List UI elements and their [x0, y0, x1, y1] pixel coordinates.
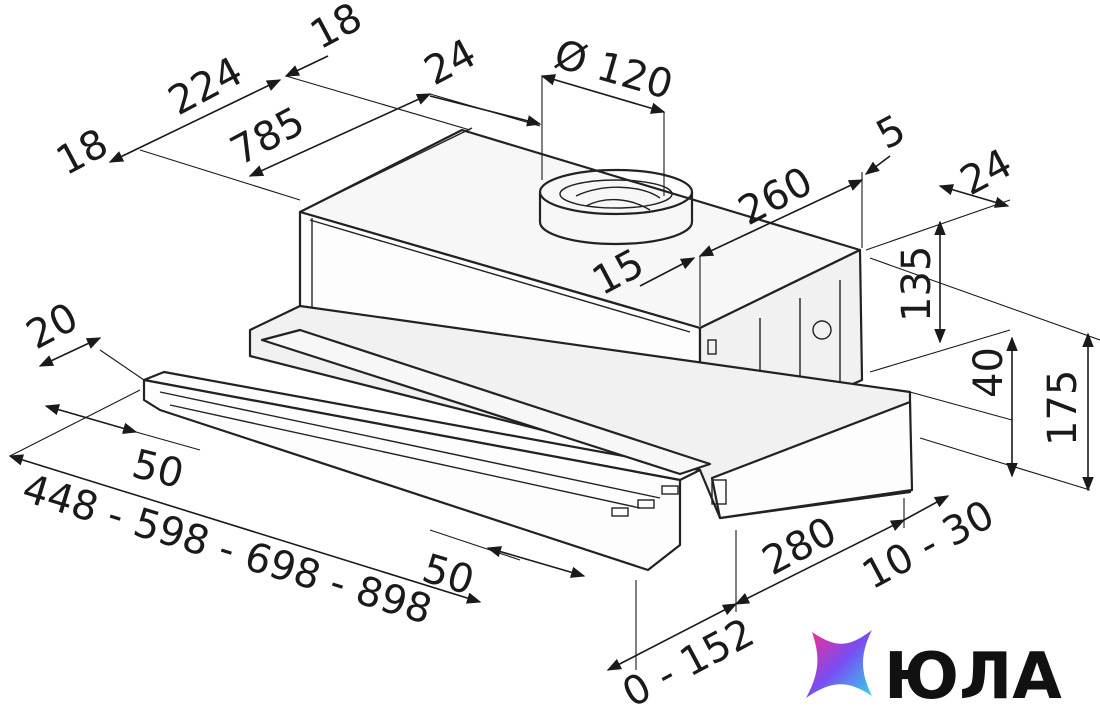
yula-logo-text: ЮЛА [884, 640, 1062, 710]
end-face-port-icon [812, 320, 832, 340]
dim-40: 40 [966, 347, 1012, 398]
control-knobs [611, 485, 679, 517]
dim-5: 5 [869, 106, 913, 159]
dim-785: 785 [223, 98, 312, 174]
dim-280: 280 [755, 508, 844, 584]
dim-24-top: 24 [417, 30, 484, 95]
dim-135: 135 [894, 246, 940, 322]
yula-logo: ЮЛА [806, 630, 1062, 710]
dim-0-152: 0 - 152 [615, 610, 762, 710]
dim-50-left: 50 [128, 441, 189, 498]
dim-18-top: 18 [303, 0, 370, 59]
dim-175: 175 [1040, 370, 1086, 446]
yula-logo-star-icon [806, 630, 872, 698]
dim-18-left: 18 [49, 120, 116, 185]
dim-24-right: 24 [953, 140, 1020, 205]
dim-224: 224 [161, 48, 250, 124]
slider-tray [142, 304, 914, 572]
dim-10-30: 10 - 30 [855, 492, 1002, 599]
dim-448-598-698-898: 448 - 598 - 698 - 898 [17, 466, 437, 634]
dimension-lines [8, 55, 1100, 671]
exhaust-collar [538, 168, 694, 246]
